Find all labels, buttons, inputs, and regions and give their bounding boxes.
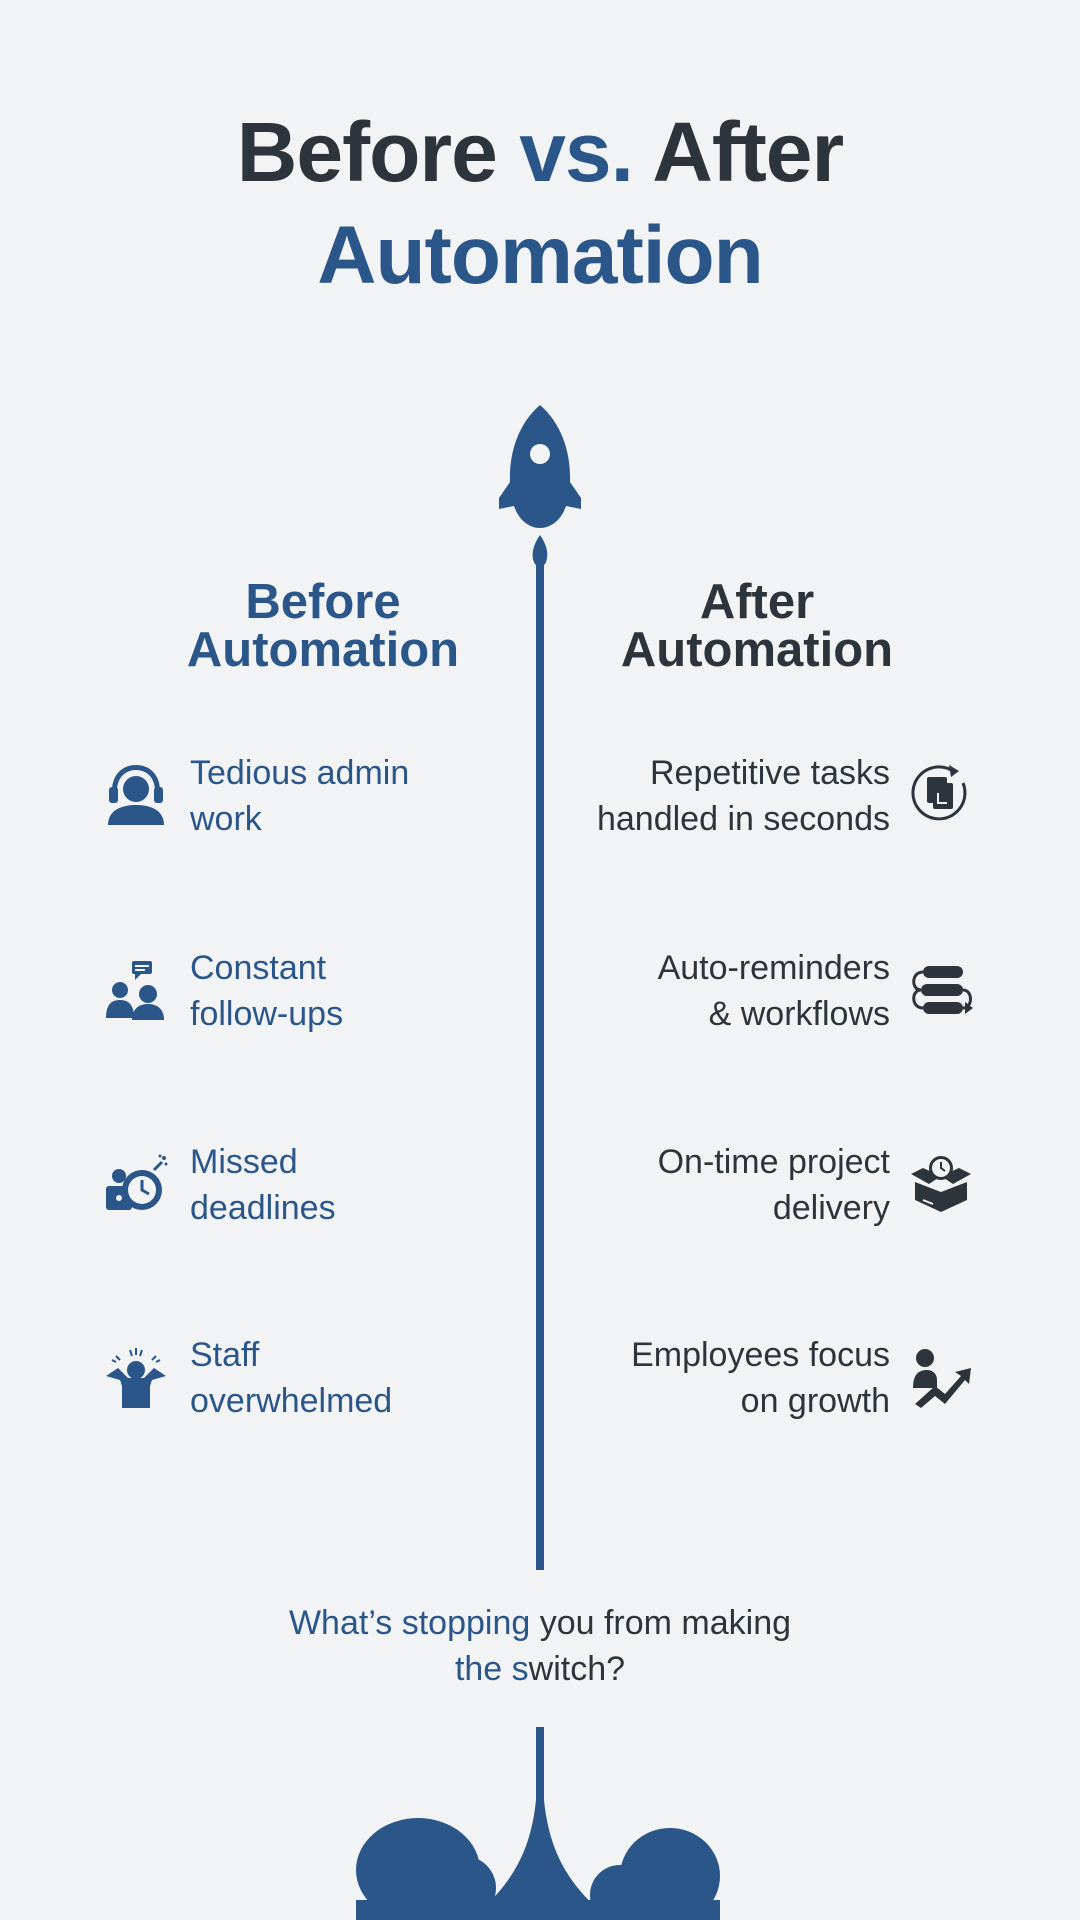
footer-question: What’s stopping you from making the swit… (288, 1604, 792, 1688)
after-heading: After Automation (620, 575, 894, 677)
stressed-person-icon (106, 1348, 166, 1408)
after-item-4: Employees focus on growth (631, 1336, 890, 1420)
after-item-3: On-time project delivery (657, 1143, 890, 1227)
title-automation: Automation (317, 210, 763, 301)
title-before: Before (236, 105, 498, 199)
before-item-4: Staff overwhelmed (190, 1336, 393, 1420)
people-chat-icon (106, 961, 164, 1020)
before-item-2: Constant follow-ups (190, 949, 344, 1033)
before-heading: Before Automation (186, 575, 460, 677)
after-item-1: Repetitive tasks handled in seconds (596, 754, 890, 838)
rocket-icon (499, 405, 581, 567)
launch-cloud-icon (356, 1727, 720, 1920)
person-growth-icon (913, 1349, 971, 1408)
before-item-1: Tedious admin work (190, 754, 410, 838)
workflow-icon (912, 966, 973, 1014)
title-vs: vs. (519, 105, 634, 199)
before-item-3: Missed deadlines (190, 1143, 336, 1227)
box-clock-icon (911, 1156, 971, 1212)
title-after: After (652, 105, 844, 199)
headset-person-icon (108, 765, 164, 825)
page-title: Before vs. After Automation (0, 100, 1080, 308)
after-item-2: Auto-reminders & workflows (657, 949, 890, 1033)
document-cycle-icon (911, 765, 967, 821)
clock-bomb-icon (106, 1154, 168, 1210)
